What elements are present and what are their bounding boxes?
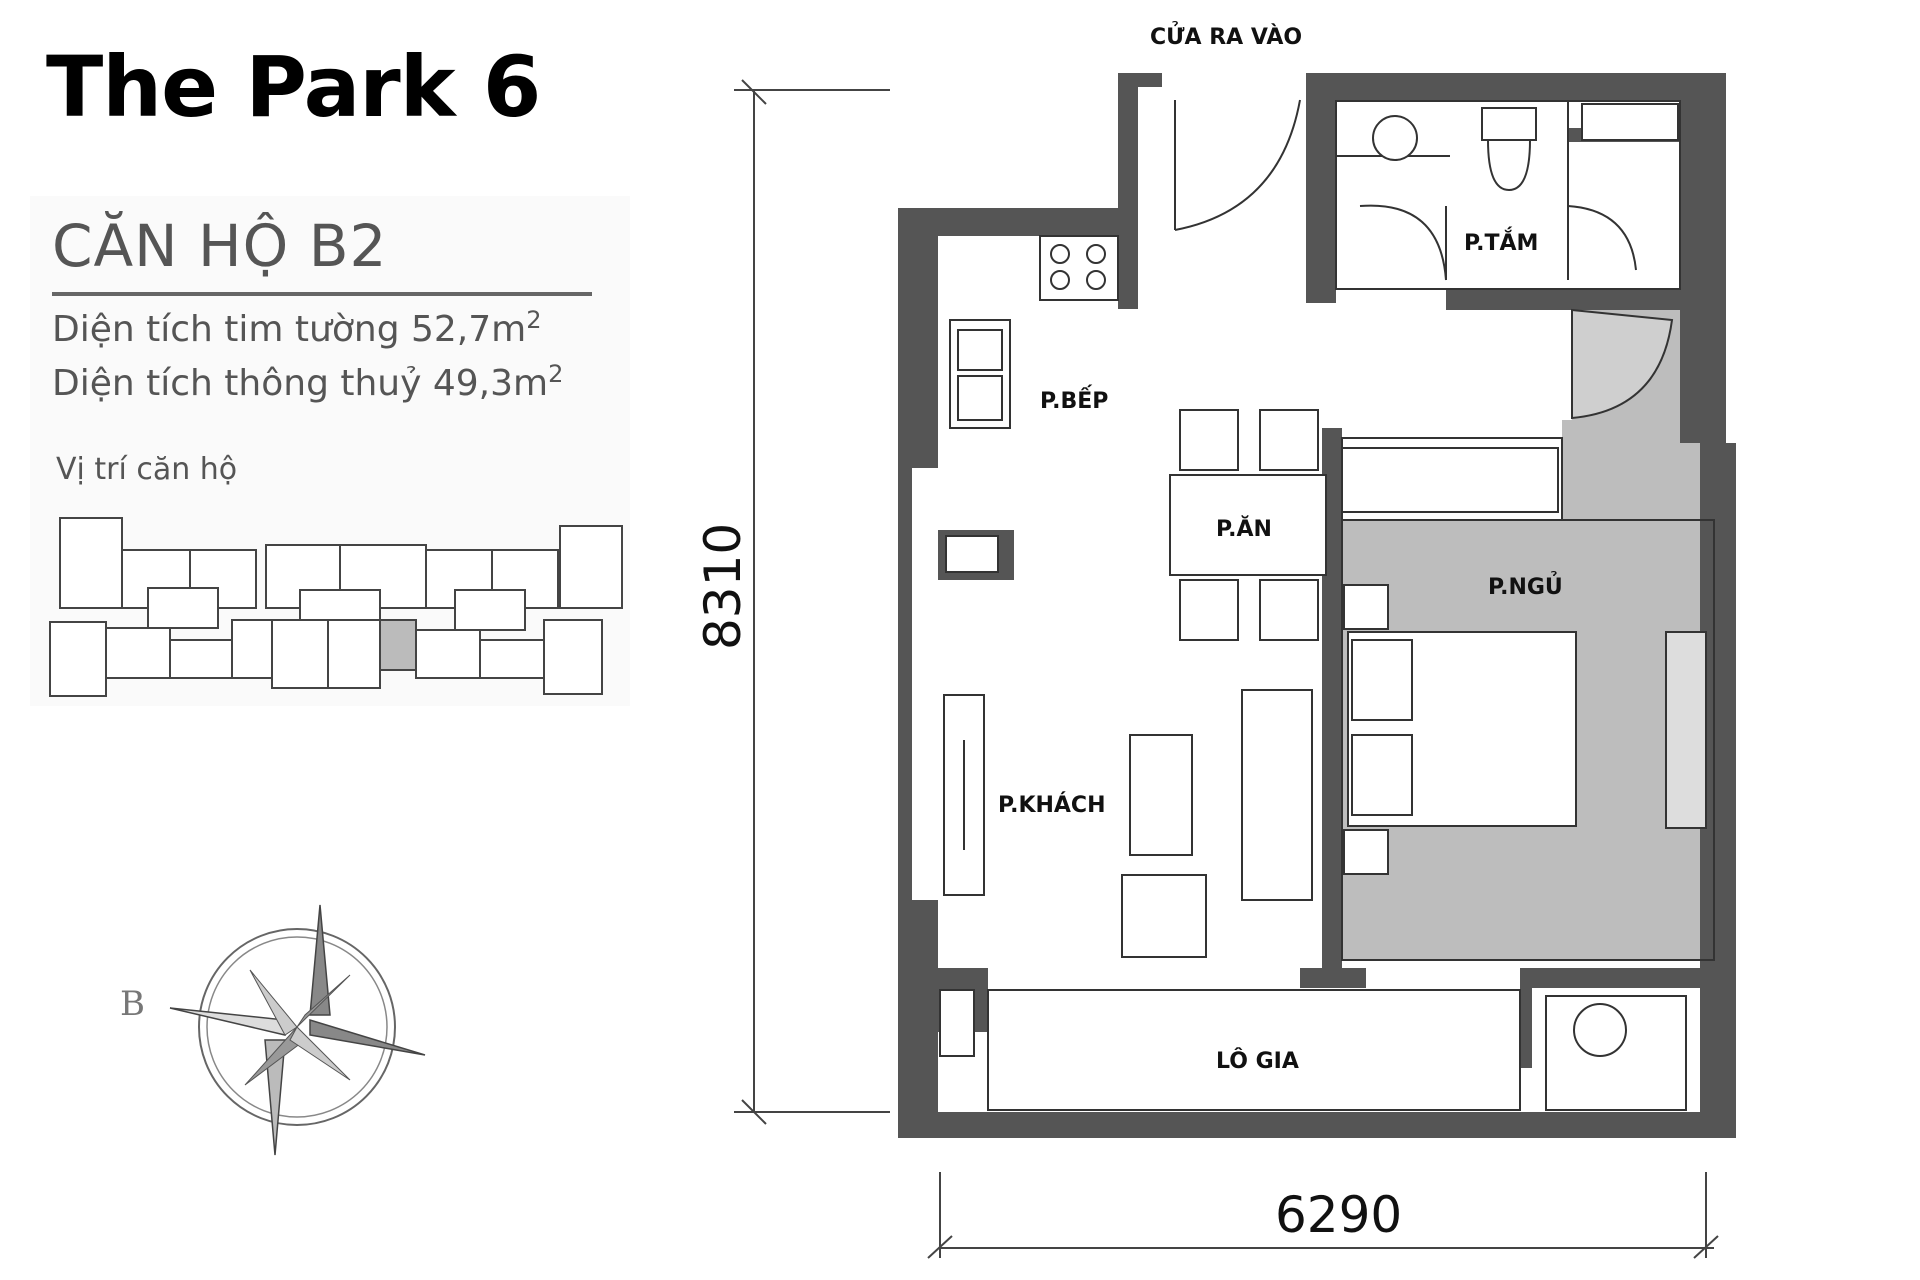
key-plan: [49, 517, 623, 697]
dimension-width-label: 6290: [1275, 1186, 1402, 1244]
kitchen-fixtures: [945, 235, 1119, 573]
compass: B: [120, 904, 426, 1156]
area-wall-center: Diện tích tim tường 52,7m2: [52, 306, 542, 350]
bedroom-furniture: [1341, 447, 1707, 875]
area-clear: Diện tích thông thuỷ 49,3m2: [52, 360, 563, 404]
loggia-label: LÔ GIA: [1216, 1048, 1299, 1074]
kitchen-label: P.BẾP: [1040, 385, 1108, 414]
project-title: The Park 6: [46, 38, 541, 136]
location-label: Vị trí căn hộ: [56, 452, 238, 487]
dining-set: [1169, 409, 1327, 641]
area-wall-center-text: Diện tích tim tường 52,7m: [52, 309, 527, 350]
dimension-height-label: 8310: [694, 523, 752, 650]
compass-letter: B: [120, 984, 145, 1024]
living-set: [943, 689, 1313, 958]
loggia: [939, 989, 1687, 1111]
highlighted-unit: [379, 619, 417, 671]
bedroom-label: P.NGỦ: [1488, 572, 1563, 600]
bath-door: [1359, 204, 1637, 281]
bedroom-door: [1571, 308, 1674, 420]
area-wall-center-sup: 2: [526, 306, 542, 334]
title-divider: [52, 292, 592, 296]
interior-lines: [1335, 100, 1715, 961]
unit-name: CĂN HỘ B2: [52, 212, 388, 280]
bath-label: P.TẮM: [1464, 227, 1538, 256]
dimension-height: [734, 79, 890, 1125]
dimension-width: [927, 1172, 1719, 1259]
entrance-door: [1174, 99, 1301, 231]
entrance-label: CỬA RA VÀO: [1150, 22, 1302, 50]
bath-fixtures: [1372, 103, 1679, 192]
area-clear-sup: 2: [548, 360, 564, 388]
area-clear-text: Diện tích thông thuỷ 49,3m: [52, 363, 549, 404]
living-label: P.KHÁCH: [998, 792, 1106, 818]
dining-label: P.ĂN: [1216, 516, 1272, 542]
